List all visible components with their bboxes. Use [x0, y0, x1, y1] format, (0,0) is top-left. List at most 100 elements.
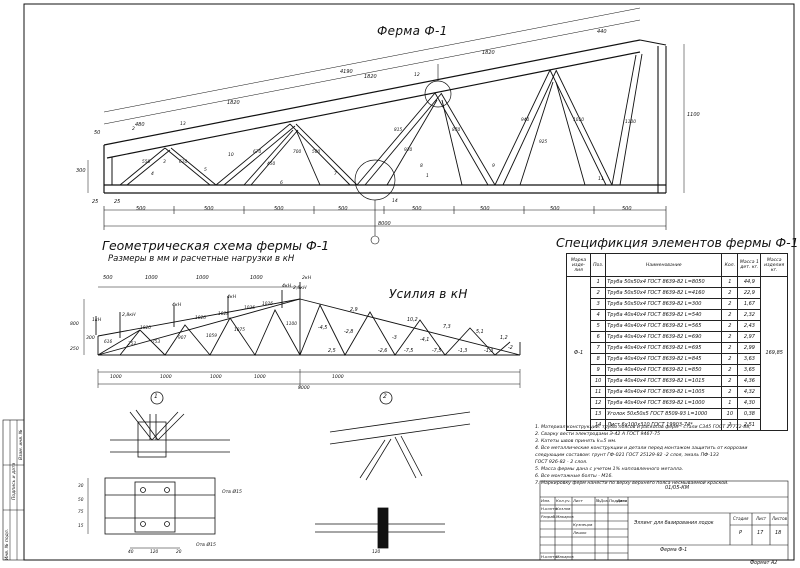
pos-12: 12 [414, 73, 420, 78]
diag-len-4: 450 [267, 162, 276, 167]
span-4: 500 [338, 206, 348, 212]
side-label-1: Инв. № подл. [5, 528, 10, 560]
stamp-sheet-title: Ферма Ф-1 [660, 548, 688, 553]
stamp-stage-label: Стадия [733, 516, 749, 521]
diag-len-10: 1100 [625, 120, 636, 125]
forces-scheme [97, 298, 521, 388]
geo-diag-6: 1075 [234, 328, 245, 333]
spec-mass1: 2,32 [737, 309, 762, 321]
geo-bot-3: 1000 [210, 375, 222, 380]
bolt-label-2: Отв Ø15 [196, 543, 216, 548]
spec-mass1: 22,9 [737, 287, 762, 299]
panel-3: 1026 [244, 306, 255, 311]
spec-pos: 8 [590, 353, 607, 365]
stamp-cell: Кол.уч. [556, 498, 571, 503]
span-3: 500 [274, 206, 284, 212]
force-bot-3: -7,5 [404, 349, 414, 354]
note-line: ГОСТ 926-82 - 2 слоя. [535, 460, 588, 465]
detail-2-label: 2 [383, 393, 387, 400]
stamp-cell: Макаров [556, 514, 574, 519]
force-bot-6: -1,3 [484, 349, 494, 354]
dim-top-left: 480 [135, 122, 145, 128]
stamp-cell: №Док. [596, 498, 610, 503]
det-dim-6: 40 [128, 550, 134, 555]
diag-len-3: 670 [253, 150, 262, 155]
geo-bot-5: 1000 [332, 375, 344, 380]
spec-col-qty: Кол. [721, 253, 739, 277]
panel-1: 1820 [140, 326, 151, 331]
spec-pos: 2 [590, 287, 607, 299]
geo-top-2: 1000 [145, 275, 158, 281]
pos-2: 2 [132, 127, 135, 132]
dim-height-left: 300 [76, 168, 86, 174]
spec-pos: 3 [590, 298, 607, 310]
spec-name: Труба 40х40х4 ГОСТ 8639-82 L=565 [605, 320, 723, 332]
geo-diag-1: 616 [104, 340, 113, 345]
spec-pos: 5 [590, 320, 607, 332]
det-dim-1: 30 [78, 484, 84, 489]
note-line: 7. Маркировку ферм нанести по верху верх… [535, 481, 729, 486]
span-total: 8000 [378, 221, 391, 227]
panel-2: 1026 [195, 316, 206, 321]
note-line: 2. Сварку вести электродами Э-42 А ГОСТ … [535, 432, 661, 437]
truss-bottom-ticks [103, 206, 667, 230]
spec-pos: 11 [590, 386, 607, 398]
load-3: 4кН [227, 295, 237, 300]
stamp-code: 01/05-КМ [665, 485, 690, 491]
spec-mass1: 2,97 [737, 331, 762, 343]
span-5: 500 [412, 206, 422, 212]
geo-left-1: 800 [70, 322, 79, 327]
diag-len-9: 1010 [573, 118, 584, 123]
diag-len-7: 870 [452, 128, 461, 133]
spec-qty: 2 [721, 320, 739, 332]
stamp-sheets: 18 [775, 530, 782, 536]
stamp-cell: Изм. [541, 498, 551, 503]
spec-mass1: 0,38 [737, 408, 762, 420]
pos-6: 6 [280, 181, 283, 186]
det-dim-4: 15 [78, 524, 84, 529]
spec-col-name: Наименование [605, 253, 723, 277]
spec-name: Труба 40х40х4 ГОСТ 8639-82 L=695 [605, 342, 723, 354]
pos-7: 7 [334, 172, 337, 177]
forces-title: Усилия в кН [389, 287, 468, 301]
notes: 1. Материал конструкций: трубы поясов и … [535, 424, 793, 487]
dim-top-2: 1820 [364, 74, 377, 80]
spec-name: Труба 40х40х4 ГОСТ 8639-82 L=1005 [605, 386, 723, 398]
geometry-scheme [83, 282, 301, 385]
note-line: 3. Катеты швов принять k=5 мм. [535, 439, 617, 444]
stamp-cell: Дата [617, 498, 628, 503]
pos-4: 4 [151, 172, 154, 177]
load-7: 1кН [92, 318, 102, 323]
geo-bot-4: 1000 [254, 375, 266, 380]
stamp-cell: Н.контр. [541, 554, 559, 559]
spec-mass1: 3,65 [737, 364, 762, 376]
spec-qty: 2 [721, 364, 739, 376]
spec-name: Труба 40х40х4 ГОСТ 8639-82 L=1015 [605, 375, 723, 387]
stamp-object: Эллинг для базирования лодок [634, 521, 714, 526]
pos-10: 10 [228, 153, 234, 158]
note-line: 4. Все металлические конструкции и детал… [535, 446, 748, 451]
force-bot-1: 2,5 [328, 349, 336, 354]
stamp-stage: Р [739, 530, 743, 536]
geo-diag-5: 1059 [206, 334, 217, 339]
stamp-cell: Макаров [556, 554, 574, 559]
spec-mark: Ф-1 [565, 276, 592, 431]
sheet-frame [23, 3, 795, 561]
spec-qty: 2 [721, 309, 739, 321]
truss-title: Ферма Ф-1 [377, 24, 448, 38]
diag-len-13: 925 [539, 140, 548, 145]
geo-top-3: 1000 [196, 275, 209, 281]
detail-1 [87, 391, 230, 549]
spec-name: Труба 50х50х4 ГОСТ 8639-82 L=4160 [605, 287, 723, 299]
geo-diag-4: 907 [178, 336, 187, 341]
side-label-3: Взам. инв. № [19, 429, 24, 460]
